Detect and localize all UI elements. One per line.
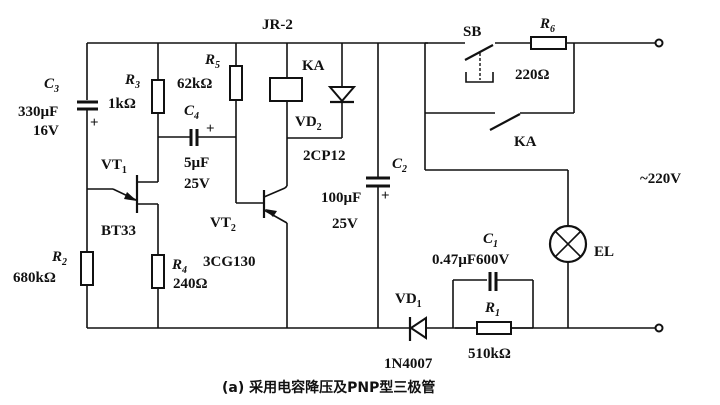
r5-name: R5 — [204, 52, 220, 71]
r1-value: 510kΩ — [468, 346, 511, 362]
c2-value: 100µF — [321, 190, 361, 206]
diode-vd2 — [327, 86, 357, 104]
r4-name: R4 — [171, 257, 187, 276]
transistor-vt2 — [262, 187, 288, 224]
el-label: EL — [594, 244, 614, 260]
terminal-bottom — [654, 323, 664, 333]
vd1-model: 1N4007 — [384, 356, 433, 372]
vt2-name: VT2 — [210, 215, 236, 234]
ka-coil-label: KA — [302, 58, 325, 74]
capacitor-c1 — [488, 272, 498, 291]
c1-name: C1 — [483, 231, 498, 250]
wires — [86, 42, 655, 329]
r1-name: R1 — [484, 300, 500, 319]
resistor-r1 — [476, 321, 512, 335]
terminal-top — [654, 38, 664, 48]
relay-contact-ka — [489, 113, 521, 131]
vd1-name: VD1 — [395, 291, 422, 310]
r3-value: 1kΩ — [108, 96, 136, 112]
switch-sb — [464, 44, 494, 83]
c3-rating: 16V — [33, 123, 59, 139]
resistor-r5 — [229, 65, 243, 101]
figure-caption: (a) 采用电容降压及PNP型三极管 — [222, 379, 435, 396]
resistor-r4 — [151, 254, 165, 289]
ka-contact-label: KA — [514, 134, 537, 150]
c3-value: 330µF — [18, 104, 58, 120]
vt2-model: 3CG130 — [203, 254, 256, 270]
c2-polarity: + — [381, 188, 390, 204]
relay-coil-ka — [269, 77, 303, 102]
lamp-el — [548, 224, 588, 264]
capacitor-c2 — [366, 176, 390, 188]
transistor-vt1 — [112, 175, 139, 213]
vd2-model: 2CP12 — [303, 148, 346, 164]
diode-vd1 — [408, 316, 427, 341]
r5-value: 62kΩ — [177, 76, 212, 92]
vt1-model: BT33 — [101, 223, 136, 239]
r6-value: 220Ω — [515, 67, 550, 83]
c4-rating: 25V — [184, 176, 210, 192]
c4-polarity: + — [206, 121, 215, 137]
capacitor-c3 — [77, 100, 98, 111]
c3-polarity: + — [90, 115, 99, 131]
vd2-name: VD2 — [295, 114, 322, 133]
r4-value: 240Ω — [173, 276, 208, 292]
r2-name: R2 — [51, 249, 67, 268]
c4-value: 5µF — [184, 155, 209, 171]
c2-name: C2 — [392, 156, 407, 175]
r6-name: R6 — [539, 16, 555, 35]
c2-rating: 25V — [332, 216, 358, 232]
vt1-name: VT1 — [101, 157, 127, 176]
supply-voltage-label: ~220V — [640, 171, 681, 187]
sb-label: SB — [463, 24, 481, 40]
resistor-r6 — [530, 36, 567, 50]
resistor-r3 — [151, 79, 165, 114]
capacitor-c4 — [189, 129, 199, 146]
c1-value: 0.47µF600V — [432, 252, 510, 268]
r3-name: R3 — [124, 72, 140, 91]
c4-name: C4 — [184, 103, 199, 122]
resistor-r2 — [80, 251, 94, 286]
r2-value: 680kΩ — [13, 270, 56, 286]
relay-model-label: JR-2 — [262, 17, 293, 33]
c3-name: C3 — [44, 76, 59, 95]
